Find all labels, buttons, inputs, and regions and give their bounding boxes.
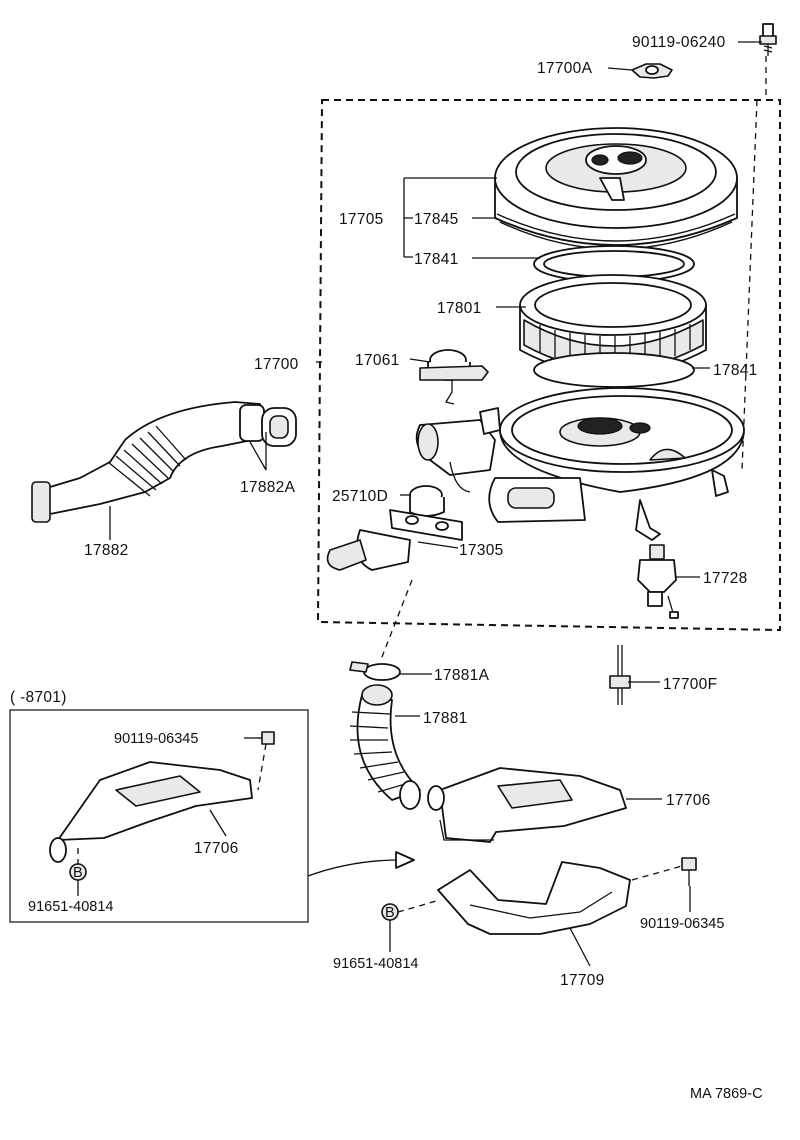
label-90119-06345-main: 90119-06345	[640, 916, 724, 932]
bolt-axis-dash-inset	[257, 743, 267, 791]
bolt-90119-06240-drawing	[759, 23, 777, 56]
label-17881A: 17881A	[434, 667, 490, 684]
label-17700A: 17700A	[537, 60, 593, 77]
label-17706-inset: 17706	[194, 840, 239, 857]
label-17882: 17882	[84, 542, 129, 559]
label-25710D: 25710D	[332, 488, 388, 505]
leader-17700A	[607, 67, 633, 71]
label-17705: 17705	[339, 211, 384, 228]
bolt-marker-main: B	[381, 903, 399, 921]
svg-text:B: B	[385, 905, 395, 921]
gasket-17305-drawing	[326, 509, 463, 571]
assembly-17700-boundary	[316, 99, 781, 632]
label-17305: 17305	[459, 542, 504, 559]
valve-17061-drawing	[419, 349, 489, 405]
gasket-17841-lower-drawing	[533, 352, 695, 388]
cover-17709-drawing	[437, 861, 631, 935]
svg-text:B: B	[73, 865, 83, 881]
inset-box	[9, 709, 309, 923]
transition-arrow	[307, 859, 401, 877]
marker-axis-dash-main	[397, 899, 441, 913]
label-17709: 17709	[560, 972, 605, 989]
bolt-90119-06345-main-drawing	[681, 857, 697, 886]
air-cleaner-body-drawing	[415, 387, 745, 541]
label-17728: 17728	[703, 570, 748, 587]
label-91651-40814-main: 91651-40814	[333, 956, 418, 972]
bracket-17706-inset-drawing	[49, 761, 253, 863]
label-17706-main: 17706	[666, 792, 711, 809]
label-17700: 17700	[254, 356, 299, 373]
leader-lines	[77, 177, 710, 967]
intake-hose-17882-drawing	[31, 401, 297, 523]
bolt-marker-inset: B	[69, 863, 87, 881]
valve-17728-drawing	[637, 544, 679, 619]
label-17841-right: 17841	[713, 362, 758, 379]
figure-id: MA 7869-C	[690, 1086, 763, 1102]
hose-axis-dash	[379, 579, 413, 663]
label-90119-06345-inset: 90119-06345	[114, 731, 198, 747]
label-17801: 17801	[437, 300, 482, 317]
inset-title: ( -8701)	[10, 689, 67, 706]
bolt-axis-dash-inner	[741, 99, 758, 471]
air-cleaner-cap-drawing	[494, 127, 738, 250]
clamp-17881A-drawing	[349, 661, 401, 681]
label-17882A: 17882A	[240, 479, 296, 496]
valve-25710D-drawing	[409, 485, 445, 517]
label-91651-40814-inset: 91651-40814	[28, 899, 113, 915]
stud-17700F-drawing	[609, 645, 631, 705]
gasket-17841-top-drawing	[533, 245, 695, 283]
transition-arrow-head	[395, 851, 415, 869]
hose-17881-drawing	[349, 684, 421, 810]
label-17841-top: 17841	[414, 251, 459, 268]
wing-nut-17700A-drawing	[631, 63, 673, 79]
label-17061: 17061	[355, 352, 400, 369]
bolt-axis-dash-main	[631, 865, 683, 881]
bracket-17706-main-drawing	[427, 767, 627, 843]
label-17881: 17881	[423, 710, 468, 727]
label-90119-06240: 90119-06240	[632, 34, 726, 51]
label-17845: 17845	[414, 211, 459, 228]
bolt-90119-06345-inset-drawing	[258, 731, 275, 745]
label-17700F: 17700F	[663, 676, 717, 693]
